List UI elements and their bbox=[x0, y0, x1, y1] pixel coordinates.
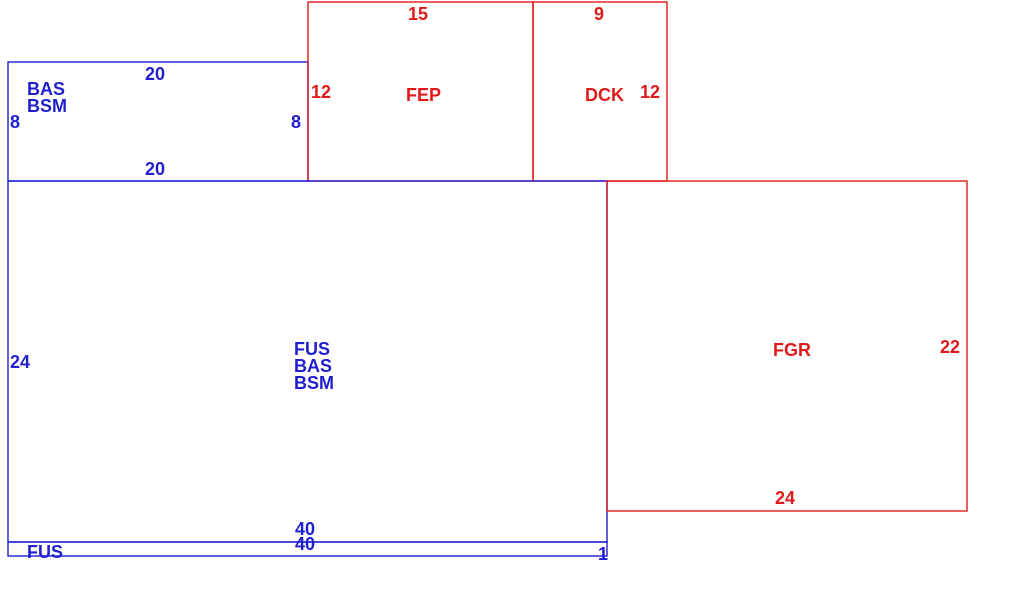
room-main-dim-bottom: 40 bbox=[295, 519, 315, 539]
room-bas-upper-code-2: BSM bbox=[27, 96, 67, 116]
room-main-code-3: BSM bbox=[294, 373, 334, 393]
room-fus-strip-dim-right: 1 bbox=[598, 544, 608, 564]
room-fus-strip-code: FUS bbox=[27, 542, 63, 562]
room-bas-upper-dim-top: 20 bbox=[145, 64, 165, 84]
room-main-code-1: FUS bbox=[294, 339, 330, 359]
room-main[interactable]: FUS BAS BSM 24 40 bbox=[7, 180, 608, 543]
room-fgr[interactable]: FGR 22 24 bbox=[606, 180, 968, 512]
room-dck-dim-right: 12 bbox=[640, 82, 660, 102]
room-bas-upper-code-1: BAS bbox=[27, 79, 65, 99]
room-fgr-code: FGR bbox=[773, 340, 811, 360]
room-dck[interactable]: DCK 9 12 bbox=[532, 1, 668, 182]
room-dck-code: DCK bbox=[585, 85, 624, 105]
room-dck-dim-top: 9 bbox=[594, 4, 604, 24]
room-fus-strip[interactable]: FUS 40 1 bbox=[7, 534, 608, 564]
room-fgr-dim-right: 22 bbox=[940, 337, 960, 357]
room-bas-upper[interactable]: BAS BSM 20 20 8 8 bbox=[7, 61, 309, 182]
room-bas-upper-dim-left: 8 bbox=[10, 112, 20, 132]
room-bas-upper-dim-bottom: 20 bbox=[145, 159, 165, 179]
room-fgr-outline bbox=[606, 180, 968, 512]
room-fep-code: FEP bbox=[406, 85, 441, 105]
room-fep[interactable]: FEP 15 12 bbox=[307, 1, 534, 182]
room-fus-strip-dim-top: 40 bbox=[295, 534, 315, 554]
room-fep-dim-left: 12 bbox=[311, 82, 331, 102]
room-main-code-2: BAS bbox=[294, 356, 332, 376]
room-fus-strip-outline bbox=[7, 541, 608, 557]
room-fgr-dim-bottom: 24 bbox=[775, 488, 795, 508]
room-fep-dim-top: 15 bbox=[408, 4, 428, 24]
room-main-dim-left: 24 bbox=[10, 352, 30, 372]
room-bas-upper-dim-right: 8 bbox=[291, 112, 301, 132]
